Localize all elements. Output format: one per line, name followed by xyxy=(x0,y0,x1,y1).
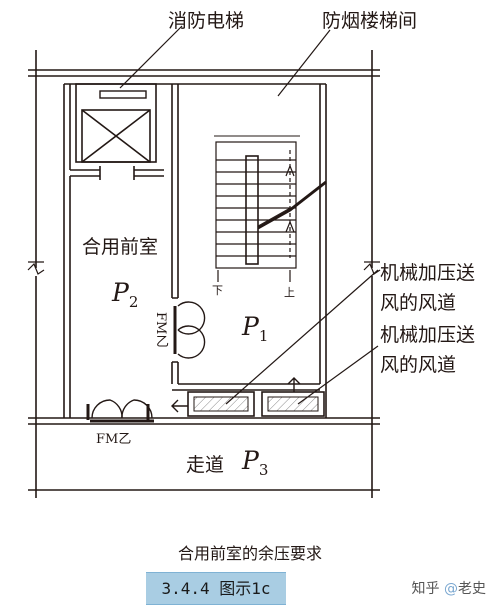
figure-caption: 合用前室的余压要求 xyxy=(177,544,322,563)
fire-elevator-label: 消防电梯 xyxy=(168,10,245,32)
combined-anteroom-label: 合用前室 xyxy=(82,236,159,258)
pressure-p2: P2 xyxy=(112,278,139,311)
figure-number-badge: 3.4.4 图示1c xyxy=(146,572,286,605)
outer-wall xyxy=(28,50,380,498)
stair-leader xyxy=(277,29,331,97)
pressurization-duct-2 xyxy=(261,377,325,417)
interior-walls xyxy=(63,83,327,418)
elevator-leader xyxy=(119,25,183,89)
door-label-horizontal: FM乙 xyxy=(96,432,132,447)
staircase xyxy=(214,135,327,282)
watermark: 知乎 @老史 xyxy=(411,581,486,597)
duct-callout-1-line2: 风的风道 xyxy=(380,292,457,314)
callout-leaders xyxy=(225,269,379,405)
door-label-vertical: FM乙 xyxy=(153,312,168,348)
duct-callout-2-line1: 机械加压送 xyxy=(380,324,476,346)
stair-up-marker: 上 xyxy=(284,286,295,299)
pressure-p1: P1 xyxy=(242,312,269,345)
smoke-stair-label: 防烟楼梯间 xyxy=(322,10,418,32)
break-marks xyxy=(27,261,381,275)
door-corridor-anteroom xyxy=(86,399,154,423)
pressure-p3: P3 xyxy=(242,446,269,479)
corridor-label: 走道 xyxy=(186,454,225,476)
duct-callout-1-line1: 机械加压送 xyxy=(380,262,476,284)
door-anteroom-stair xyxy=(173,301,206,359)
duct-callout-2-line2: 风的风道 xyxy=(380,354,457,376)
elevator-shaft xyxy=(70,83,164,180)
stair-down-marker: 下 xyxy=(212,284,223,297)
pressurization-duct-1 xyxy=(171,391,255,417)
